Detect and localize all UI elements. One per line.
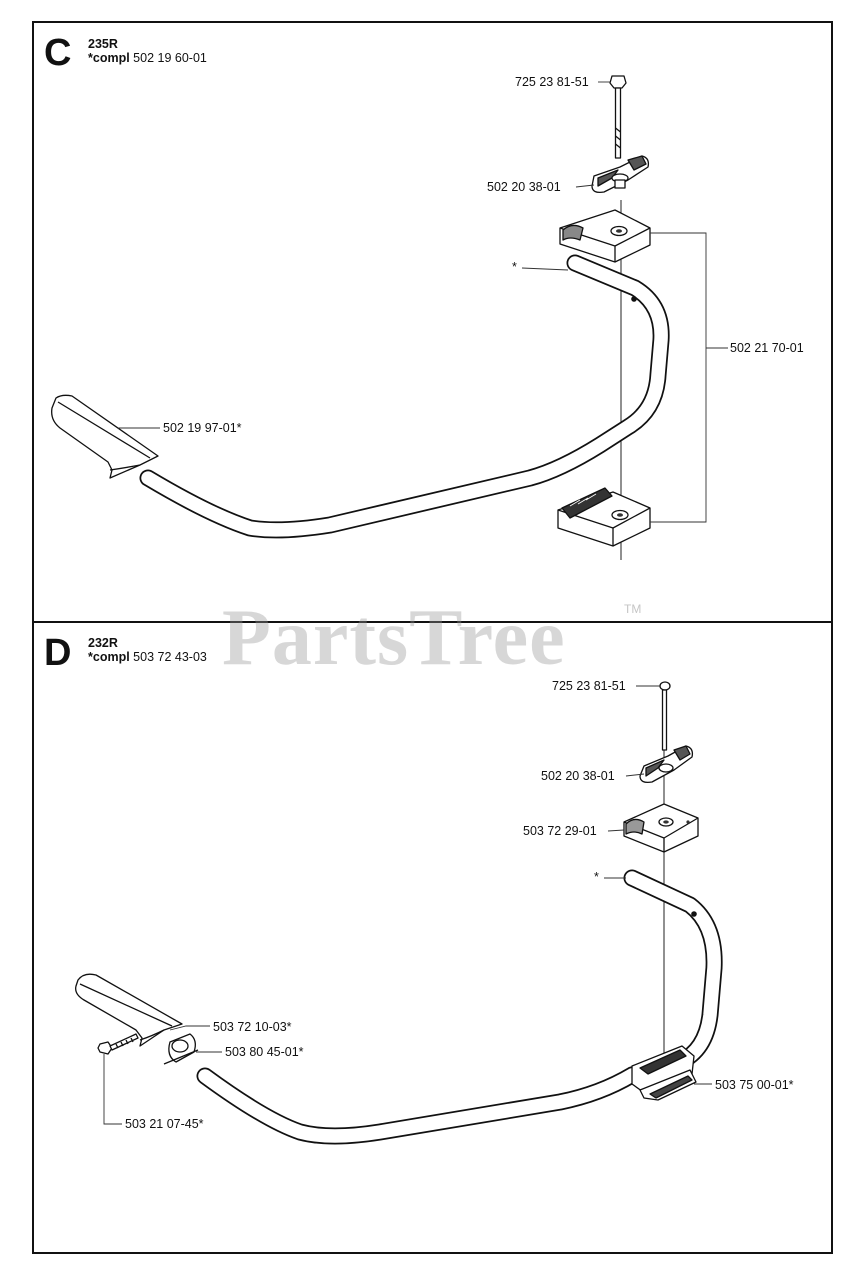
c-grip-part: [51, 394, 159, 479]
d-screw-part: [97, 1033, 139, 1055]
c-label-knob: 502 20 38-01: [487, 180, 561, 194]
d-label-grip: 503 72 10-03*: [213, 1020, 292, 1034]
section-d-drawing: [75, 681, 723, 1145]
c-upper-bracket-part: [559, 209, 651, 263]
c-label-grip: 502 19 97-01*: [163, 421, 242, 435]
section-d-letter: D: [44, 632, 72, 674]
d-leader-screw: [103, 1054, 122, 1125]
c-wing-knob-part: [591, 155, 650, 194]
c-leader-knob: [575, 184, 595, 188]
c-leader-handle: [521, 267, 569, 271]
section-c-letter: C: [44, 32, 72, 74]
section-d-model: 232R: [88, 636, 118, 650]
d-leader-grip: [169, 1025, 210, 1031]
c-label-bracket-set: 502 21 70-01: [730, 341, 804, 355]
d-label-screw: 503 21 07-45*: [125, 1117, 204, 1131]
d-lower-bracket-part: [631, 1045, 697, 1101]
c-label-bolt: 725 23 81-51: [515, 75, 589, 89]
d-label-bolt: 725 23 81-51: [552, 679, 626, 693]
d-label-bracket-bottom: 503 75 00-01*: [715, 1078, 794, 1092]
c-lower-bracket-part: [557, 487, 651, 547]
section-d-compl: *compl 503 72 43-03: [88, 650, 207, 664]
d-label-handle-star: *: [594, 870, 599, 884]
section-c-compl-number: 502 19 60-01: [133, 51, 207, 65]
d-label-bracket-top: 503 72 29-01: [523, 824, 597, 838]
section-c-drawing: [51, 75, 728, 560]
section-d-compl-prefix: *compl: [88, 650, 130, 664]
c-label-handle-star: *: [512, 260, 517, 274]
d-label-knob: 502 20 38-01: [541, 769, 615, 783]
d-wing-knob-part: [639, 745, 694, 784]
c-leader-bracket-set: [650, 232, 707, 523]
watermark: PartsTree: [222, 594, 566, 682]
section-d-compl-number: 503 72 43-03: [133, 650, 207, 664]
diagram-frame: [32, 21, 833, 1254]
d-label-sleeve: 503 80 45-01*: [225, 1045, 304, 1059]
d-grip-part: [75, 973, 183, 1047]
d-handle-tube: [196, 869, 723, 1145]
d-sleeve-part: [163, 1033, 199, 1065]
section-c-compl: *compl 502 19 60-01: [88, 51, 207, 65]
section-c-compl-prefix: *compl: [88, 51, 130, 65]
c-bolt-part: [609, 75, 627, 159]
section-c-model: 235R: [88, 37, 118, 51]
d-upper-bracket-part: [623, 803, 699, 853]
d-leader-bracket-top: [607, 829, 625, 832]
d-bolt-part: [659, 681, 671, 751]
watermark-tm: TM: [624, 602, 642, 616]
d-leader-knob: [625, 773, 645, 777]
c-handle-tube: [139, 254, 670, 539]
